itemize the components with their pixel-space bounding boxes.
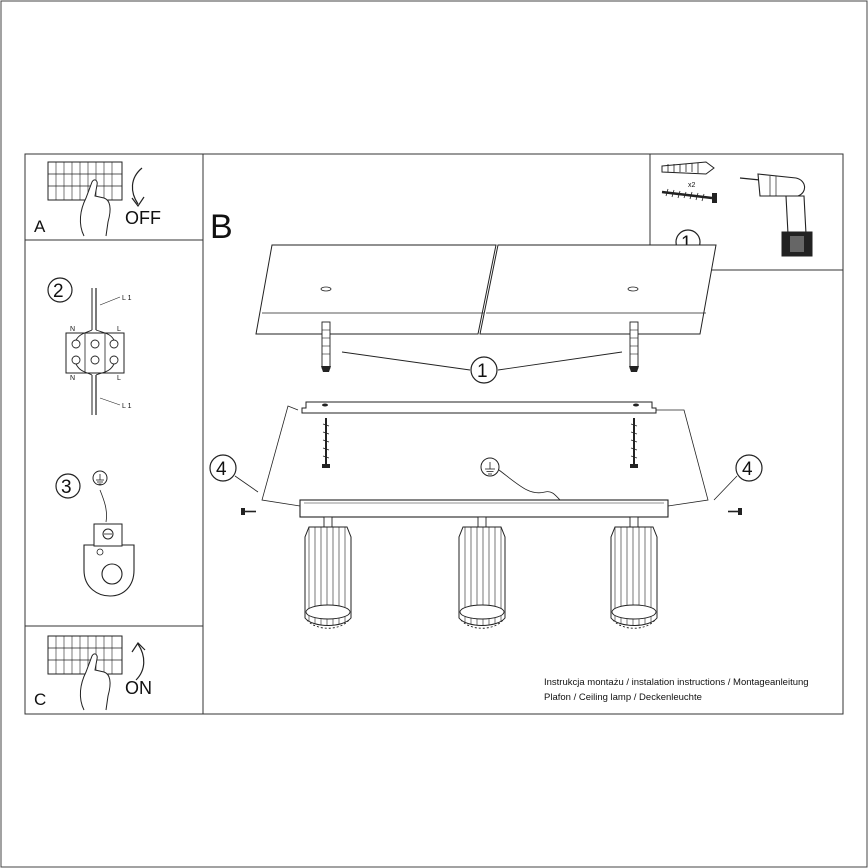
- panel-c-switchboard: [47, 635, 146, 711]
- tools-box: x2 1: [661, 161, 813, 257]
- screw-left: [322, 418, 330, 468]
- step-4-callout-left: 4: [216, 459, 227, 480]
- drill-icon: [739, 173, 813, 257]
- footer-product-type: Plafon / Ceiling lamp / Deckenleuchte: [544, 692, 702, 703]
- panel-a-letter: A: [34, 217, 46, 236]
- ceiling: [255, 244, 717, 335]
- step-2-badge: 2: [53, 281, 64, 302]
- wire-l1-top: L 1: [122, 295, 132, 302]
- wall-plug-left: [321, 321, 331, 372]
- tools-step-badge: 1: [681, 233, 692, 254]
- wire-n-left: N: [70, 326, 75, 333]
- panel-c-letter: C: [34, 690, 46, 709]
- end-screw-left: [241, 508, 256, 515]
- spotlight-right: [610, 516, 658, 629]
- mounting-bracket: [301, 401, 657, 414]
- panel-b-letter: B: [210, 208, 233, 246]
- wire-n-left-2: N: [70, 375, 75, 382]
- step-4-callout-right: 4: [742, 459, 753, 480]
- off-label: OFF: [125, 208, 161, 228]
- wire-l1-bottom: L 1: [122, 403, 132, 410]
- panel-a-switchboard: [47, 161, 145, 237]
- spotlight-center: [458, 516, 506, 629]
- step-3-earth-terminal: 3: [55, 470, 135, 597]
- earth-wire: [498, 469, 561, 501]
- screw-icon: [661, 188, 717, 203]
- main-frame: [24, 153, 844, 715]
- end-screw-right: [728, 508, 742, 515]
- lamp-base-rail: [299, 499, 669, 518]
- step-1-callout: 1: [477, 361, 488, 382]
- footer-instructions: Instrukcja montażu / instalation instruc…: [544, 677, 809, 688]
- assembly-guide-lines: [261, 405, 709, 507]
- wall-plug-icon: [661, 161, 715, 175]
- earth-icon: [485, 462, 495, 475]
- anchor-quantity: x2: [688, 182, 696, 189]
- screw-right: [630, 418, 638, 468]
- wall-plug-right: [629, 321, 639, 372]
- on-label: ON: [125, 678, 152, 698]
- wire-l-right-2: L: [117, 375, 121, 382]
- step-2-wiring: 2: [47, 277, 125, 415]
- spotlight-left: [304, 516, 352, 629]
- step-3-badge: 3: [61, 477, 72, 498]
- wire-l-right: L: [117, 326, 121, 333]
